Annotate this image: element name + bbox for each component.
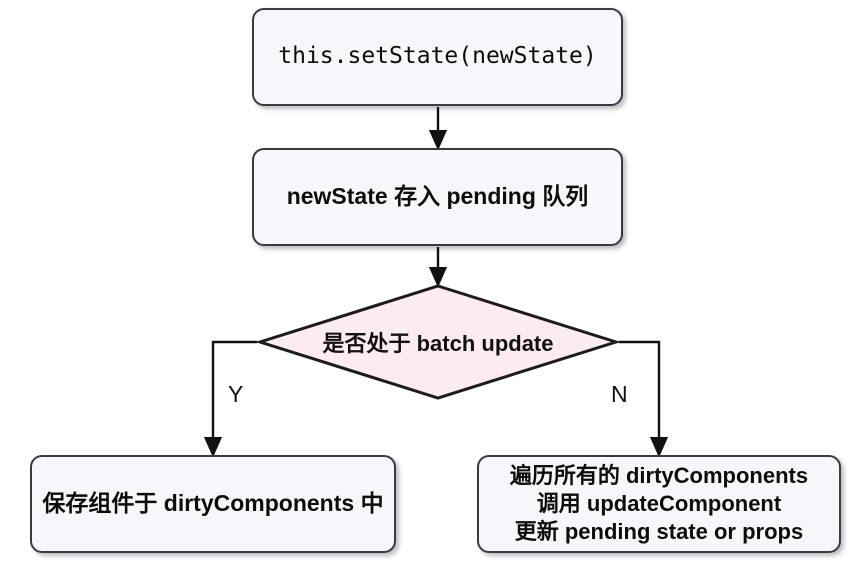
node-traverse-line-2: 调用 updateComponent <box>536 490 782 516</box>
edge-label-yes: Y <box>228 381 244 407</box>
diamond-shape <box>257 284 619 400</box>
node-pending-queue-label: newState 存入 pending 队列 <box>286 183 589 210</box>
edge-decision-yes <box>203 340 257 458</box>
edge-decision-no <box>619 340 669 458</box>
node-decision-batch-update[interactable]: 是否处于 batch update <box>257 283 619 401</box>
node-traverse-line-1: 遍历所有的 dirtyComponents <box>509 462 809 488</box>
node-pending-queue[interactable]: newState 存入 pending 队列 <box>252 148 623 246</box>
node-save-dirty-components[interactable]: 保存组件于 dirtyComponents 中 <box>30 455 396 553</box>
node-decision-label: 是否处于 batch update <box>322 331 554 356</box>
node-traverse-dirty-components-label: 遍历所有的 dirtyComponents 调用 updateComponent… <box>500 462 818 546</box>
node-save-dirty-components-label: 保存组件于 dirtyComponents 中 <box>42 490 384 517</box>
node-setstate-label: this.setState(newState) <box>278 43 597 70</box>
node-setstate[interactable]: this.setState(newState) <box>252 8 623 106</box>
edge-label-no: N <box>611 381 628 407</box>
node-traverse-dirty-components[interactable]: 遍历所有的 dirtyComponents 调用 updateComponent… <box>477 455 841 553</box>
node-traverse-line-3: 更新 pending state or props <box>514 519 804 545</box>
